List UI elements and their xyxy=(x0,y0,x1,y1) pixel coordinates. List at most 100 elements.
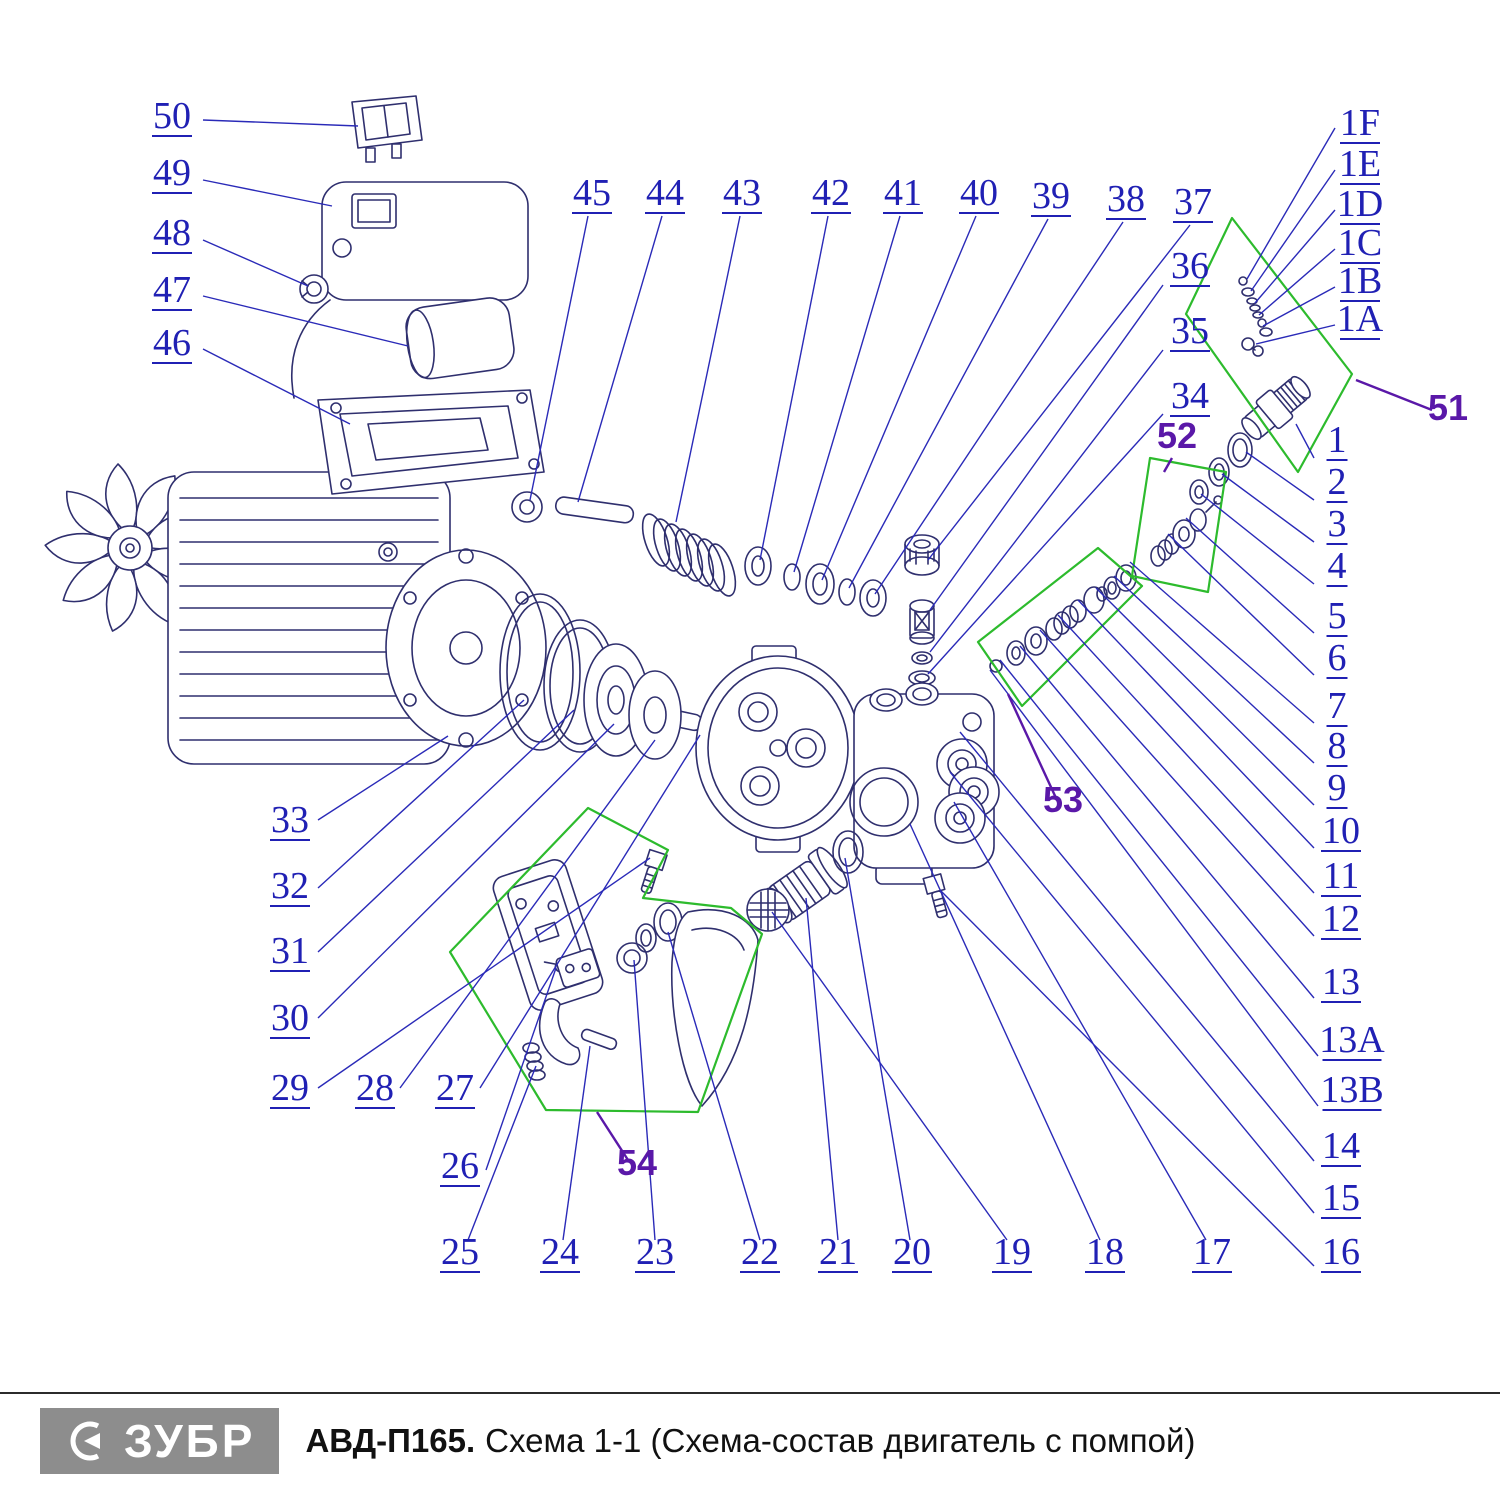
assembly-outline-53 xyxy=(976,546,1144,708)
leader-line-34 xyxy=(927,413,1164,675)
seal-ring-23a xyxy=(635,923,657,953)
leader-line-17 xyxy=(953,801,1207,1241)
part-label-21: 21 xyxy=(819,1231,857,1273)
pin-24 xyxy=(580,1028,618,1051)
leader-line-47 xyxy=(202,295,409,347)
part-label-40: 40 xyxy=(960,172,998,214)
part-label-28: 28 xyxy=(356,1067,394,1109)
part-label-43: 43 xyxy=(723,172,761,214)
leader-line-8 xyxy=(1113,575,1315,764)
seal-40 xyxy=(805,563,835,605)
leader-line-48 xyxy=(202,239,309,287)
part-label-23: 23 xyxy=(636,1231,674,1273)
part-label-10: 10 xyxy=(1322,810,1360,852)
lever xyxy=(538,998,581,1066)
motor-end-bell xyxy=(385,548,547,748)
part-label-44: 44 xyxy=(646,172,684,214)
part-label-37: 37 xyxy=(1174,181,1212,223)
part-label-20: 20 xyxy=(893,1231,931,1273)
leader-line-1F xyxy=(1246,127,1336,280)
leader-line-42 xyxy=(759,215,829,561)
leader-line-14 xyxy=(959,731,1315,1162)
assembly-outline-54 xyxy=(448,806,764,1114)
leader-line-9 xyxy=(1095,587,1315,806)
part-label-22: 22 xyxy=(741,1231,779,1273)
leader-line-13A xyxy=(999,659,1319,1057)
assembly-outline-51 xyxy=(1184,216,1354,474)
piston-23 xyxy=(616,942,648,974)
leader-line-1D xyxy=(1254,209,1336,304)
motor-body xyxy=(167,471,451,765)
knob xyxy=(299,274,329,304)
part-label-41: 41 xyxy=(884,172,922,214)
leader-line-43 xyxy=(675,215,741,523)
leader-line-44 xyxy=(577,215,663,503)
group-leader-line-54 xyxy=(595,1111,630,1161)
part-label-6: 6 xyxy=(1328,637,1347,679)
part-label-18: 18 xyxy=(1086,1231,1124,1273)
part-label-48: 48 xyxy=(153,212,191,254)
group-leader-line-51 xyxy=(1355,378,1433,412)
capacitor xyxy=(405,297,515,380)
leader-line-36 xyxy=(929,284,1164,611)
part-label-46: 46 xyxy=(153,322,191,364)
leader-line-12 xyxy=(1039,629,1315,937)
part-label-1: 1 xyxy=(1328,419,1347,461)
leader-line-1C xyxy=(1258,248,1336,316)
leader-line-33 xyxy=(317,735,449,821)
part-label-33: 33 xyxy=(271,799,309,841)
power-cable xyxy=(290,299,331,399)
part-label-3: 3 xyxy=(1328,503,1347,545)
diagram-caption: АВД-П165.Схема 1-1 (Схема-состав двигате… xyxy=(305,1422,1195,1460)
part-label-36: 36 xyxy=(1171,245,1209,287)
leader-line-22 xyxy=(667,931,761,1241)
part-label-13A: 13A xyxy=(1319,1019,1385,1061)
part-label-25: 25 xyxy=(441,1231,479,1273)
footer: ЗУБР АВД-П165.Схема 1-1 (Схема-состав дв… xyxy=(0,1392,1500,1474)
leader-line-30 xyxy=(317,723,615,1019)
valve-assembly-52 xyxy=(1150,495,1223,567)
zubr-logo: ЗУБР xyxy=(40,1408,280,1474)
leader-line-15 xyxy=(949,771,1315,1214)
group-leader-lines xyxy=(595,378,1433,1161)
part-label-13B: 13B xyxy=(1320,1069,1383,1111)
leader-line-11 xyxy=(1057,614,1315,894)
washer-42 xyxy=(744,546,772,586)
leader-line-3 xyxy=(1221,473,1315,543)
zubr-emblem xyxy=(70,1421,100,1461)
leader-line-18 xyxy=(909,823,1101,1241)
part-label-31: 31 xyxy=(271,930,309,972)
assembly-outline-52 xyxy=(1130,456,1228,594)
part-label-35: 35 xyxy=(1171,310,1209,352)
leader-line-41 xyxy=(793,215,901,573)
pump-front-cover xyxy=(695,645,861,853)
circlip-41 xyxy=(783,563,801,591)
group-label-52: 52 xyxy=(1157,415,1197,456)
part-label-49: 49 xyxy=(153,152,191,194)
part-label-50: 50 xyxy=(153,95,191,137)
leader-line-13B xyxy=(989,669,1319,1107)
diagram-art xyxy=(44,95,1311,1107)
part-label-30: 30 xyxy=(271,997,309,1039)
leader-line-37 xyxy=(927,224,1191,561)
part-label-11: 11 xyxy=(1323,855,1360,897)
part-label-39: 39 xyxy=(1032,175,1070,217)
pump-manifold xyxy=(849,682,1000,885)
leader-line-49 xyxy=(202,179,333,207)
group-leader-line-53 xyxy=(1006,693,1058,799)
part-label-15: 15 xyxy=(1322,1177,1360,1219)
part-label-26: 26 xyxy=(441,1145,479,1187)
leader-line-29 xyxy=(317,857,651,1089)
leader-line-19 xyxy=(771,911,1008,1241)
leader-line-6 xyxy=(1167,533,1315,676)
spring-small xyxy=(522,1042,546,1081)
o-ring-2 xyxy=(1227,432,1253,468)
inlet-fitting xyxy=(1241,375,1311,441)
valve-cage-36 xyxy=(909,599,935,645)
part-label-12: 12 xyxy=(1322,898,1360,940)
assembly-outlines xyxy=(448,216,1354,1114)
bearing xyxy=(511,491,543,523)
